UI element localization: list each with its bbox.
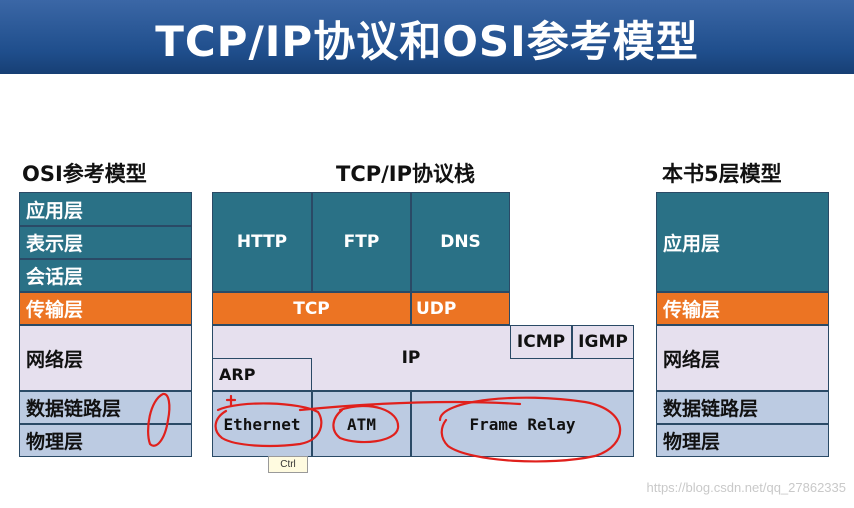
osi-physical-layer: 物理层 (19, 424, 192, 457)
osi-network-layer: 网络层 (19, 325, 192, 391)
watermark: https://blog.csdn.net/qq_27862335 (646, 480, 847, 495)
header-banner: TCP/IP协议和OSI参考模型 (0, 0, 854, 74)
tcp-box: TCP (212, 292, 411, 325)
ftp-box: FTP (312, 192, 411, 292)
book-application-layer: 应用层 (656, 192, 829, 292)
atm-box: ATM (312, 391, 411, 457)
book-model-title: 本书5层模型 (662, 162, 782, 186)
frame-relay-label: Frame Relay (469, 414, 576, 434)
book-network-layer: 网络层 (656, 325, 829, 391)
ethernet-box: Ethernet (212, 391, 312, 457)
dns-box: DNS (411, 192, 510, 292)
osi-transport-layer: 传输层 (19, 292, 192, 325)
osi-session-layer: 会话层 (19, 259, 192, 292)
tcpip-title: TCP/IP协议栈 (336, 162, 476, 186)
atm-label: ATM (347, 414, 376, 434)
osi-application-layer: 应用层 (19, 192, 192, 226)
http-box: HTTP (212, 192, 312, 292)
book-transport-layer: 传输层 (656, 292, 829, 325)
osi-presentation-layer: 表示层 (19, 226, 192, 259)
book-physical-layer: 物理层 (656, 424, 829, 457)
udp-box: UDP (411, 292, 510, 325)
page-title: TCP/IP协议和OSI参考模型 (155, 17, 699, 66)
icmp-box: ICMP (510, 325, 572, 359)
ethernet-label: Ethernet (223, 414, 301, 434)
arp-box: ARP (212, 358, 312, 391)
frame-relay-box: Frame Relay (411, 391, 634, 457)
igmp-box: IGMP (572, 325, 634, 359)
osi-title: OSI参考模型 (22, 162, 147, 186)
osi-datalink-layer: 数据链路层 (19, 391, 192, 424)
ctrl-tooltip: Ctrl (268, 456, 308, 473)
book-datalink-layer: 数据链路层 (656, 391, 829, 424)
